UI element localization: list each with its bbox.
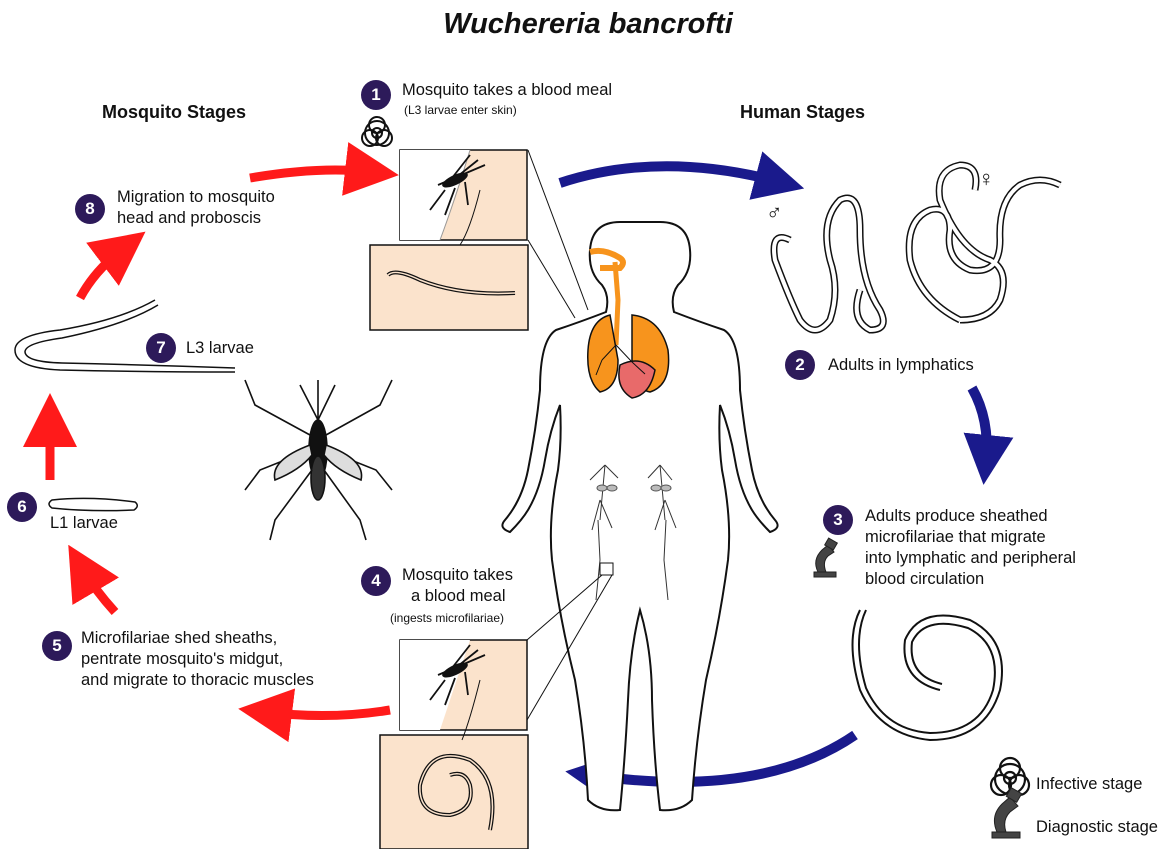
mosquito-bite-panel-4 xyxy=(400,640,527,730)
step-8-line-2: head and proboscis xyxy=(117,208,275,229)
microfilaria-panel xyxy=(380,735,528,849)
step-3-line-3: into lymphatic and peripheral xyxy=(865,548,1076,569)
diagram-title: Wuchereria bancrofti xyxy=(0,8,1176,41)
step-8-badge: 8 xyxy=(75,194,105,224)
step-5-line-3: and migrate to thoracic muscles xyxy=(81,670,314,691)
l3-larva-panel xyxy=(370,245,528,330)
step-7-badge: 7 xyxy=(146,333,176,363)
arrow-8-to-1 xyxy=(250,170,372,178)
human-body-outline xyxy=(502,222,777,810)
step-1-sublabel: (L3 larvae enter skin) xyxy=(404,103,517,117)
step-4-line-2: a blood meal xyxy=(402,586,513,607)
step-4-badge: 4 xyxy=(361,566,391,596)
biohazard-icon-step1 xyxy=(362,117,392,146)
arrow-5-to-6 xyxy=(82,568,115,612)
step-3-line-4: blood circulation xyxy=(865,569,1076,590)
step-4-label: Mosquito takes a blood meal xyxy=(402,565,513,607)
step-3-label: Adults produce sheathed microfilariae th… xyxy=(865,506,1076,590)
l3-larva-drawing xyxy=(15,300,235,372)
arrow-4-to-5 xyxy=(265,710,390,716)
microscope-icon-legend xyxy=(992,788,1022,838)
legend-infective-label: Infective stage xyxy=(1036,775,1142,794)
step-2-badge: 2 xyxy=(785,350,815,380)
step-5-line-2: pentrate mosquito's midgut, xyxy=(81,649,314,670)
step-3-badge: 3 xyxy=(823,505,853,535)
step-8-line-1: Migration to mosquito xyxy=(117,187,275,208)
step-3-line-2: microfilariae that migrate xyxy=(865,527,1076,548)
human-stages-heading: Human Stages xyxy=(740,102,865,123)
l1-larva-drawing xyxy=(49,498,137,510)
male-symbol: ♂ xyxy=(766,200,783,226)
microscope-icon-step3 xyxy=(814,538,837,577)
step-7-label: L3 larvae xyxy=(186,338,254,359)
step-2-label: Adults in lymphatics xyxy=(828,355,974,376)
mosquito-bite-panel-1 xyxy=(400,150,527,240)
mosquito-stages-heading: Mosquito Stages xyxy=(102,102,246,123)
step-1-badge: 1 xyxy=(361,80,391,110)
step-6-badge: 6 xyxy=(7,492,37,522)
trachea xyxy=(615,262,618,345)
female-symbol: ♀ xyxy=(978,166,995,192)
step-3-line-1: Adults produce sheathed xyxy=(865,506,1076,527)
arrow-7-to-8 xyxy=(80,248,124,298)
step-8-label: Migration to mosquito head and proboscis xyxy=(117,187,275,229)
mosquito-drawing xyxy=(245,380,392,540)
legend-diagnostic-label: Diagnostic stage xyxy=(1036,818,1158,837)
arrow-2-to-3 xyxy=(972,388,987,460)
step-4-sublabel: (ingests microfilariae) xyxy=(390,611,504,625)
sheathed-microfilaria xyxy=(853,610,1003,740)
step-5-badge: 5 xyxy=(42,631,72,661)
step-6-label: L1 larvae xyxy=(50,513,118,534)
arrow-3-to-4 xyxy=(590,735,855,782)
step-5-line-1: Microfilariae shed sheaths, xyxy=(81,628,314,649)
step-5-label: Microfilariae shed sheaths, pentrate mos… xyxy=(81,628,314,691)
arrow-1-to-2 xyxy=(560,166,780,183)
step-1-label: Mosquito takes a blood meal xyxy=(402,80,612,101)
leg-bite-site xyxy=(600,563,613,575)
step-4-line-1: Mosquito takes xyxy=(402,565,513,586)
